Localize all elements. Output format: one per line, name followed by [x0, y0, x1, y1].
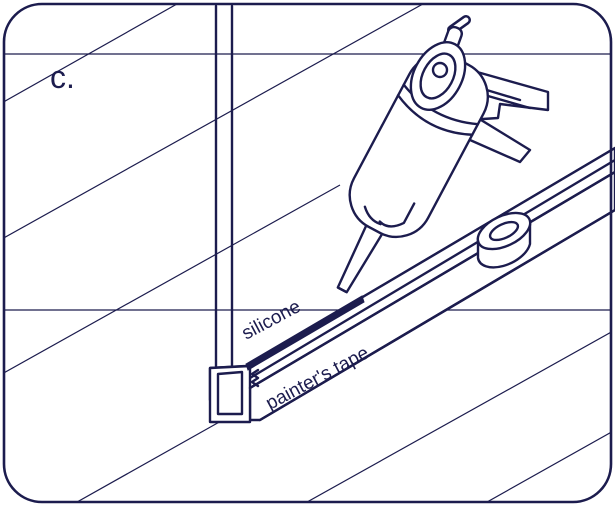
- step-label: c.: [50, 59, 75, 95]
- glass-panel-edge: [216, 6, 232, 418]
